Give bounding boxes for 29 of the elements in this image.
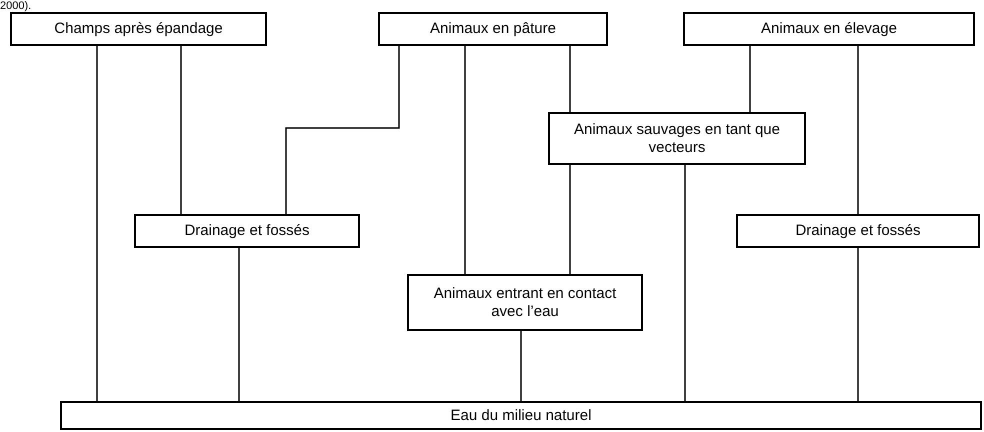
process-box (736, 214, 980, 248)
process-box (378, 12, 608, 46)
process-box (134, 214, 360, 248)
connector-line (520, 331, 522, 401)
box-label: Eau du milieu naturel (450, 406, 592, 424)
connector-line (569, 165, 571, 274)
box-label: Drainage et fossés (184, 222, 310, 240)
process-box (548, 112, 806, 165)
box-label: Animaux en élevage (761, 20, 897, 38)
connector-line (857, 46, 859, 214)
box-label: Animaux en pâture (430, 20, 556, 38)
connector-line (857, 248, 859, 401)
box-label: Champs après épandage (54, 20, 223, 38)
process-box (60, 401, 982, 430)
connector-line (684, 165, 686, 401)
connector-line (285, 46, 400, 214)
connector-line (180, 46, 182, 214)
box-label: Animaux entrant en contact avec l’eau (432, 284, 618, 320)
process-box (407, 274, 643, 331)
process-box (683, 12, 975, 46)
box-label: Animaux sauvages en tant que vecteurs (573, 120, 781, 156)
note-text: 2000). (0, 0, 32, 12)
connector-line (569, 46, 571, 112)
connector-line (96, 46, 98, 401)
process-box (10, 12, 267, 46)
connector-line (464, 46, 466, 274)
connector-line (749, 46, 751, 112)
box-label: Drainage et fossés (795, 222, 921, 240)
connector-line (238, 248, 240, 401)
